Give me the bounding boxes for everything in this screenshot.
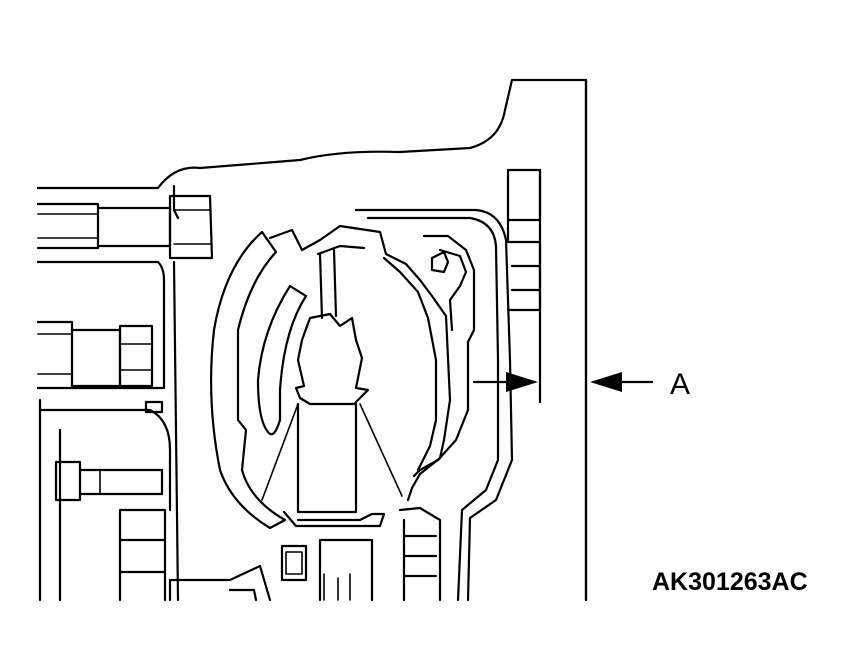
housing-lower-left	[38, 398, 172, 602]
support-strut-right	[359, 403, 403, 497]
center-web-right	[332, 248, 338, 318]
oval-outer-shell	[210, 230, 287, 530]
measurement-arrow	[472, 372, 538, 392]
callout-arrow-a	[590, 372, 654, 392]
housing-inner-step	[172, 184, 180, 602]
oval-inner-right	[382, 256, 438, 472]
piston-element	[412, 234, 476, 478]
bolt-upper	[36, 194, 214, 260]
lower-hub	[280, 538, 374, 602]
housing-pockets	[118, 508, 167, 602]
spring-hook	[430, 250, 450, 274]
bolt-right-column	[506, 168, 542, 312]
lower-right-stack	[398, 506, 442, 602]
housing-outline	[36, 78, 588, 602]
housing-step-left	[36, 260, 166, 390]
figure-reference-code: AK301263AC	[652, 568, 808, 596]
oval-groove-left	[256, 284, 308, 436]
center-web-top	[316, 244, 366, 256]
shaft	[296, 402, 358, 514]
center-web-left	[318, 252, 324, 320]
support-strut-left	[261, 403, 299, 501]
bottom-housing	[168, 564, 272, 602]
small-bolt-lower	[54, 460, 164, 502]
small-plug	[144, 400, 164, 414]
lower-center-parts	[323, 573, 351, 601]
clutch-drum-inner	[366, 216, 500, 602]
piston-inner	[438, 248, 468, 332]
lower-detail-block	[285, 551, 303, 575]
clutch-drum-outer	[354, 208, 514, 602]
center-hub	[294, 312, 370, 406]
callout-label-a: A	[670, 368, 690, 401]
lower-sleeve	[282, 510, 386, 528]
bolt-middle	[36, 320, 154, 390]
